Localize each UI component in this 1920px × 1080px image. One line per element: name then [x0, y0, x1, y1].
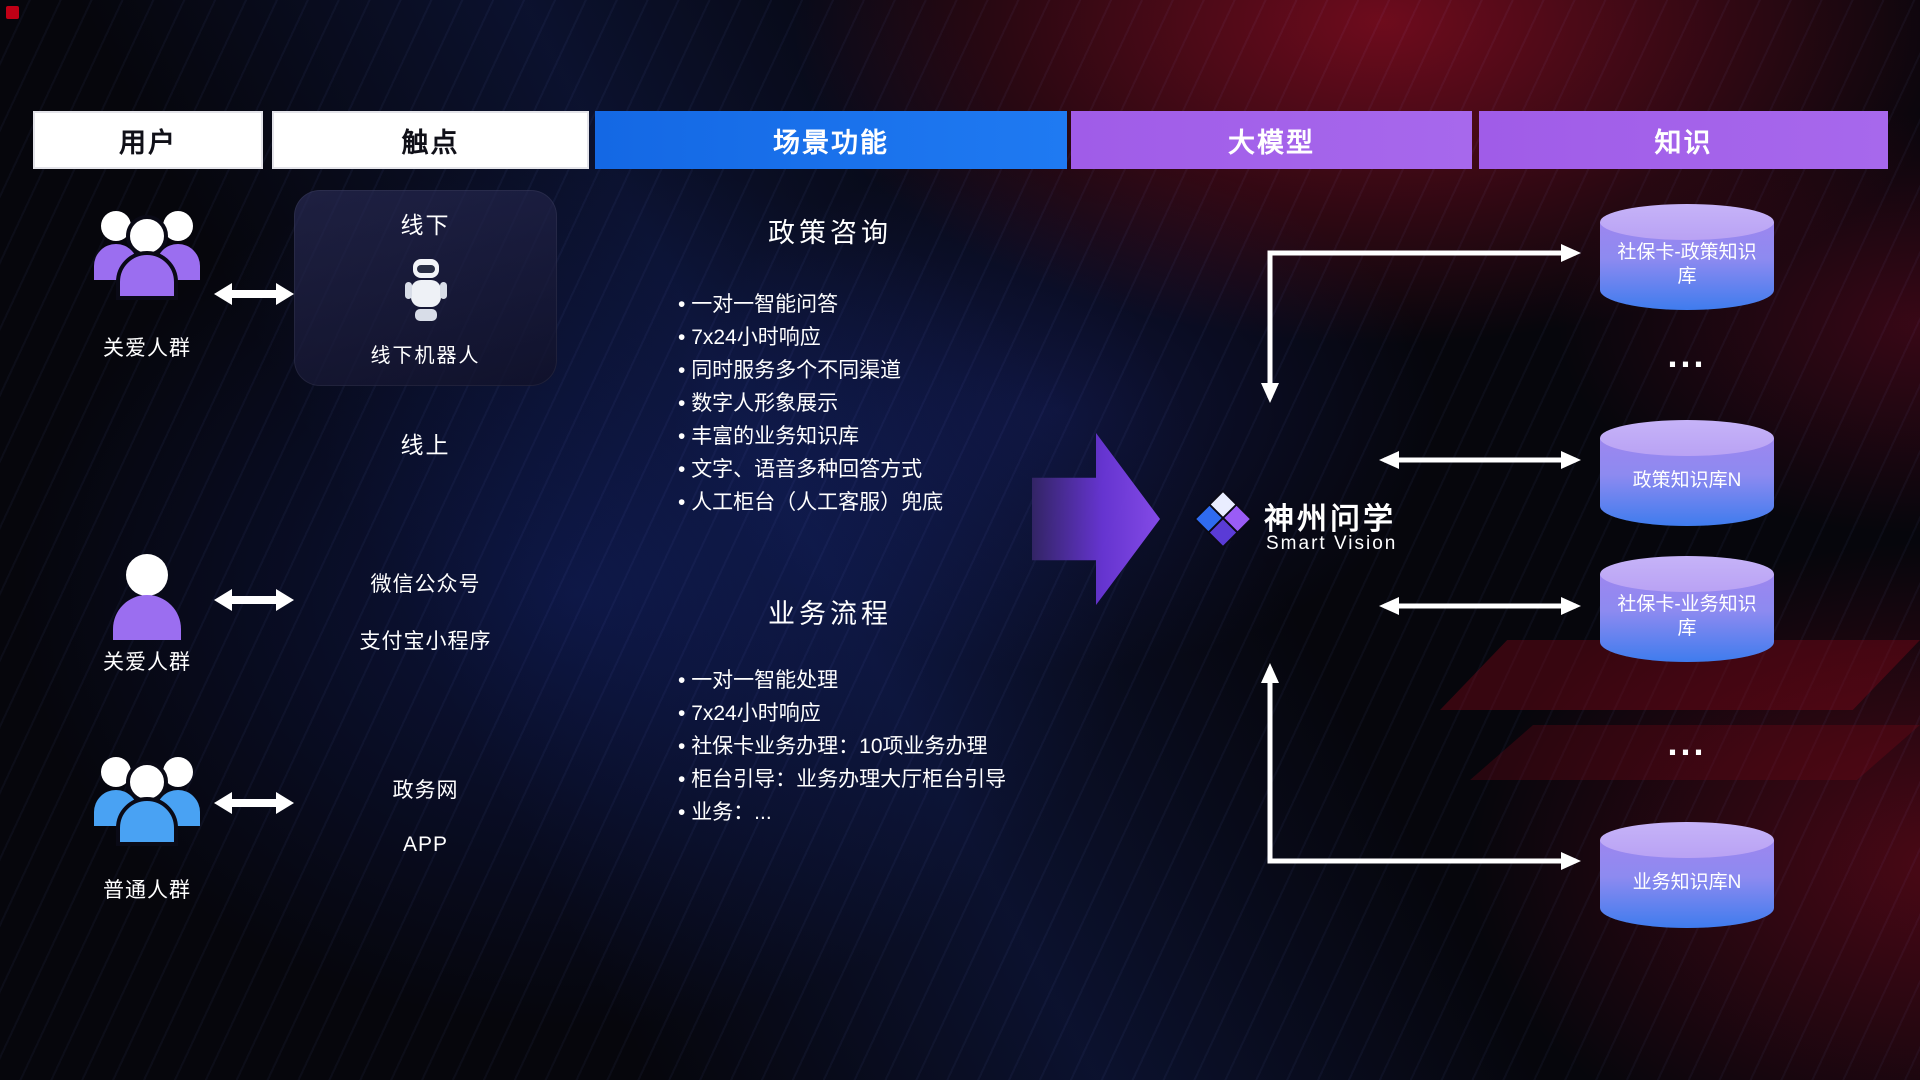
db-label: 社保卡-政策知识库: [1617, 242, 1757, 287]
robot-icon: [403, 257, 449, 323]
logo-icon: [1194, 490, 1252, 548]
connector-arrow-db1: [1260, 244, 1581, 403]
feature-item: 数字人形象展示: [678, 387, 943, 420]
column-header-touchpoints: 触点: [272, 111, 589, 169]
brand-name: 神州问学: [1264, 503, 1396, 536]
offline-touchpoint-card: 线下 线下机器人: [294, 190, 557, 386]
channel-wechat: 微信公众号: [370, 573, 481, 596]
care-group-icon: [82, 200, 212, 304]
channel-govweb: 政务网: [392, 779, 459, 802]
column-header-scenarios: 场景功能: [595, 111, 1067, 169]
feature-item: 同时服务多个不同渠道: [678, 354, 943, 387]
column-header-model: 大模型: [1071, 111, 1472, 169]
double-arrow-icon: [214, 789, 294, 817]
feature-item: 文字、语音多种回答方式: [678, 453, 943, 486]
db-cylinder-business-shebao: 社保卡-业务知识库: [1600, 556, 1774, 662]
feature-item: 人工柜台（人工客服）兜底: [678, 486, 943, 519]
user-normal-label: 普通人群: [103, 879, 191, 902]
feature-item: 柜台引导：业务办理大厅柜台引导: [678, 763, 1006, 796]
business-feature-list: 一对一智能处理 7x24小时响应 社保卡业务办理：10项业务办理 柜台引导：业务…: [678, 664, 1006, 829]
db-label: 社保卡-业务知识库: [1617, 594, 1757, 639]
corner-accent: [6, 6, 19, 19]
offline-robot-label: 线下机器人: [370, 345, 481, 367]
scenario-title-policy: 政策咨询: [768, 218, 892, 248]
double-arrow-icon: [214, 280, 294, 308]
feature-item: 一对一智能问答: [678, 288, 943, 321]
channel-alipay: 支付宝小程序: [359, 630, 492, 653]
double-arrow-icon: [214, 586, 294, 614]
normal-group-icon: [82, 746, 212, 850]
person-icon: [105, 552, 189, 644]
ellipsis: ...: [1667, 722, 1707, 763]
db-cylinder-policy-n: 政策知识库N: [1600, 420, 1774, 526]
column-header-knowledge: 知识: [1479, 111, 1888, 169]
connector-arrow-db4: [1261, 663, 1581, 871]
user-person-label: 关爱人群: [103, 651, 191, 674]
feature-item: 7x24小时响应: [678, 697, 1006, 730]
feature-item: 丰富的业务知识库: [678, 420, 943, 453]
brand-subtitle: Smart Vision: [1266, 533, 1398, 554]
db-cylinder-business-n: 业务知识库N: [1600, 822, 1774, 928]
policy-feature-list: 一对一智能问答 7x24小时响应 同时服务多个不同渠道 数字人形象展示 丰富的业…: [678, 288, 943, 519]
db-cylinder-policy-shebao: 社保卡-政策知识库: [1600, 204, 1774, 310]
feature-item: 一对一智能处理: [678, 664, 1006, 697]
db-label: 政策知识库N: [1632, 470, 1742, 491]
feature-item: 社保卡业务办理：10项业务办理: [678, 730, 1006, 763]
online-title: 线上: [400, 432, 451, 458]
channel-app: APP: [402, 833, 449, 856]
ellipsis: ...: [1667, 334, 1707, 375]
scenario-title-business: 业务流程: [768, 599, 892, 629]
feature-item: 业务：...: [678, 796, 1006, 829]
offline-title: 线下: [400, 212, 451, 238]
user-group-label: 关爱人群: [103, 337, 191, 360]
db-label: 业务知识库N: [1632, 872, 1742, 893]
column-header-users: 用户: [33, 111, 263, 169]
feature-item: 7x24小时响应: [678, 321, 943, 354]
